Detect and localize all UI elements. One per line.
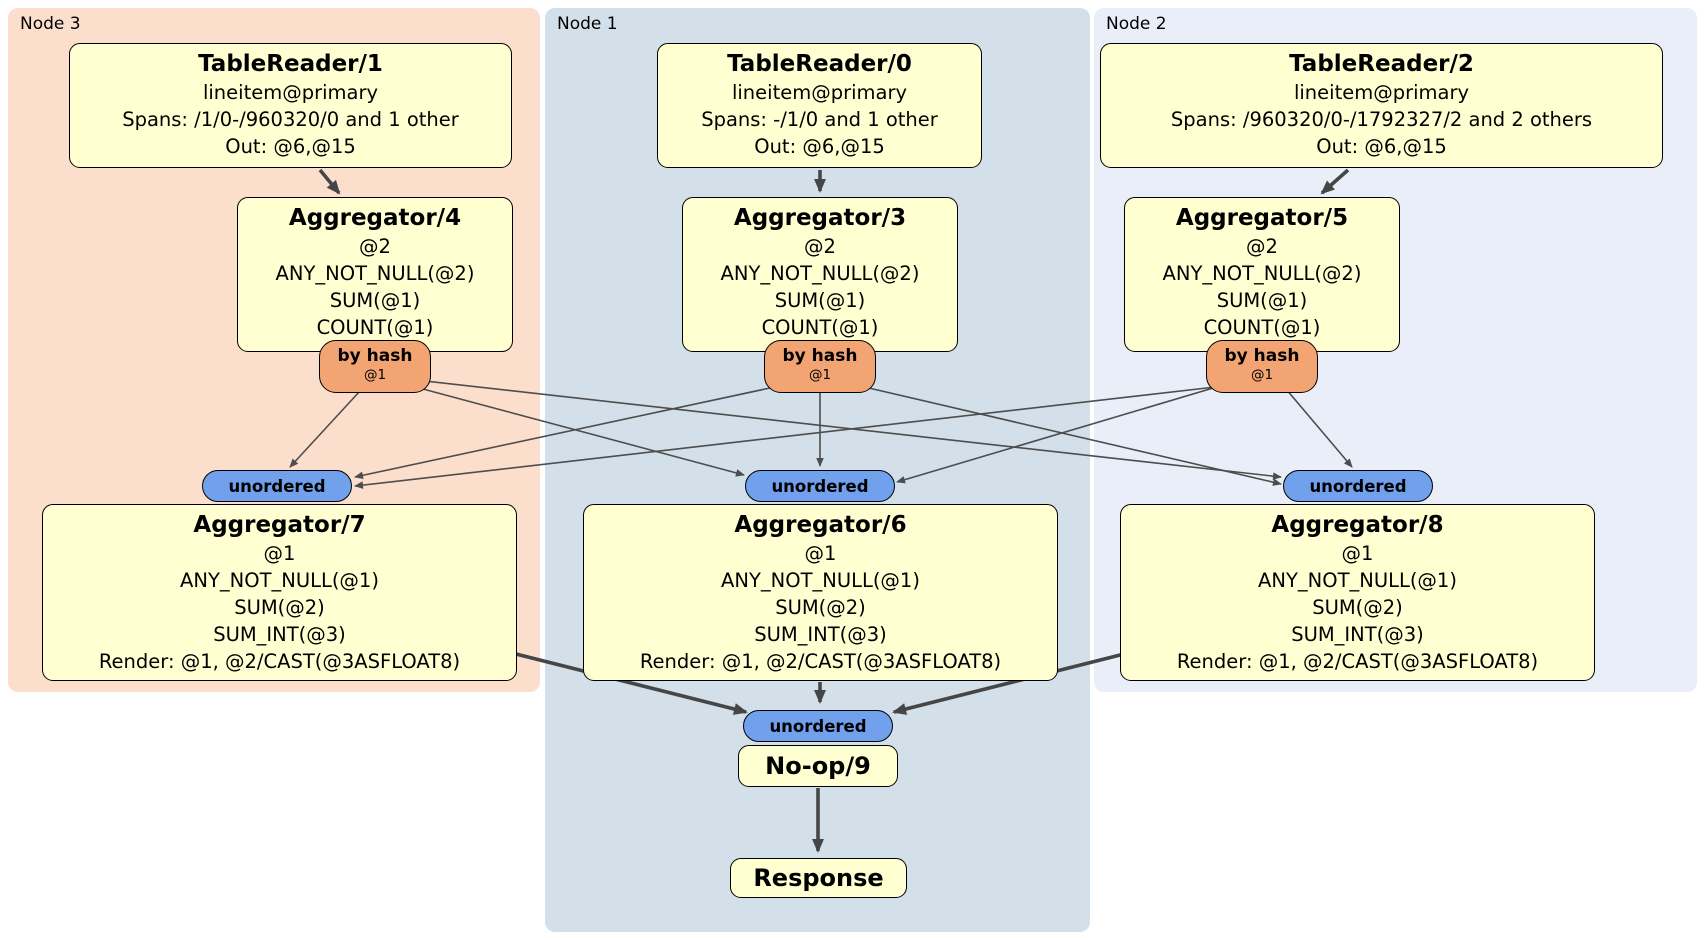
processor-detail: Render: @1, @2/CAST(@3ASFLOAT8) bbox=[639, 650, 1002, 673]
processor-title: Aggregator/7 bbox=[193, 512, 366, 538]
processor-detail: ANY_NOT_NULL(@2) bbox=[720, 262, 920, 285]
hash-router-5: by hash @1 bbox=[1206, 340, 1318, 393]
processor-detail: SUM(@1) bbox=[1216, 289, 1308, 312]
processor-detail: lineitem@primary bbox=[1293, 81, 1470, 104]
processor-detail: ANY_NOT_NULL(@1) bbox=[180, 569, 379, 592]
sync-label: unordered bbox=[228, 476, 326, 496]
hash-router-4: by hash @1 bbox=[319, 340, 431, 393]
processor-title: Aggregator/6 bbox=[734, 512, 907, 538]
processor-title: Aggregator/4 bbox=[288, 205, 462, 231]
node1-group-label: Node 1 bbox=[557, 14, 618, 34]
edge-agg8-uo9 bbox=[892, 648, 1141, 715]
processor-detail: ANY_NOT_NULL(@2) bbox=[275, 262, 475, 285]
edge-agg7-uo9 bbox=[499, 648, 748, 715]
unordered-sync-7: unordered bbox=[202, 470, 352, 502]
noop-9-box: No-op/9 bbox=[738, 745, 898, 787]
router-detail: @1 bbox=[808, 367, 832, 383]
processor-detail: lineitem@primary bbox=[202, 81, 379, 104]
tablereader-0-box: TableReader/0 lineitem@primary Spans: -/… bbox=[657, 43, 982, 168]
processor-detail: SUM(@2) bbox=[1312, 596, 1403, 619]
processor-detail: Out: @6,@15 bbox=[1316, 135, 1447, 158]
edge-bh3-uo8 bbox=[855, 384, 1282, 486]
processor-title: Aggregator/8 bbox=[1271, 512, 1444, 538]
processor-detail: Out: @6,@15 bbox=[225, 135, 356, 158]
aggregator-8-box: Aggregator/8 @1 ANY_NOT_NULL(@1) SUM(@2)… bbox=[1120, 504, 1595, 681]
processor-detail: SUM_INT(@3) bbox=[754, 623, 887, 646]
edge-bh3-uo7 bbox=[354, 384, 785, 480]
processor-detail: Render: @1, @2/CAST(@3ASFLOAT8) bbox=[1176, 650, 1539, 673]
processor-detail: @1 bbox=[1341, 542, 1374, 565]
processor-detail: COUNT(@1) bbox=[761, 316, 879, 339]
processor-title: No-op/9 bbox=[765, 751, 871, 780]
processor-detail: SUM_INT(@3) bbox=[1291, 623, 1424, 646]
edge-bh4-uo7 bbox=[289, 390, 361, 468]
processor-detail: lineitem@primary bbox=[731, 81, 908, 104]
edge-bh5-uo8 bbox=[1285, 388, 1353, 468]
processor-detail: ANY_NOT_NULL(@2) bbox=[1162, 262, 1362, 285]
processor-detail: @2 bbox=[359, 235, 391, 258]
response-box: Response bbox=[730, 858, 907, 898]
edge-bh5-uo6 bbox=[896, 382, 1231, 484]
router-label: by hash bbox=[782, 346, 858, 366]
hash-router-3: by hash @1 bbox=[764, 340, 876, 393]
processor-detail: ANY_NOT_NULL(@1) bbox=[721, 569, 920, 592]
processor-title: TableReader/0 bbox=[727, 51, 912, 77]
processor-detail: SUM(@2) bbox=[775, 596, 866, 619]
tablereader-2-box: TableReader/2 lineitem@primary Spans: /9… bbox=[1100, 43, 1663, 168]
edge-tr2-agg5 bbox=[1320, 168, 1350, 195]
processor-detail: @1 bbox=[804, 542, 837, 565]
router-label: by hash bbox=[1224, 346, 1300, 366]
sync-label: unordered bbox=[1309, 476, 1407, 496]
processor-detail: Spans: /960320/0-/1792327/2 and 2 others bbox=[1170, 108, 1593, 131]
tablereader-1-box: TableReader/1 lineitem@primary Spans: /1… bbox=[69, 43, 512, 168]
sync-label: unordered bbox=[771, 476, 869, 496]
processor-title: Response bbox=[753, 863, 884, 892]
node3-group-label: Node 3 bbox=[20, 14, 81, 34]
unordered-sync-8: unordered bbox=[1283, 470, 1433, 502]
aggregator-7-box: Aggregator/7 @1 ANY_NOT_NULL(@1) SUM(@2)… bbox=[42, 504, 517, 681]
processor-detail: @2 bbox=[1246, 235, 1278, 258]
processor-detail: ANY_NOT_NULL(@1) bbox=[1258, 569, 1457, 592]
router-label: by hash bbox=[337, 346, 413, 366]
processor-detail: Spans: -/1/0 and 1 other bbox=[701, 108, 938, 131]
processor-detail: COUNT(@1) bbox=[1203, 316, 1321, 339]
aggregator-4-box: Aggregator/4 @2 ANY_NOT_NULL(@2) SUM(@1)… bbox=[237, 197, 513, 352]
processor-detail: SUM(@1) bbox=[329, 289, 421, 312]
processor-title: Aggregator/3 bbox=[733, 205, 907, 231]
edge-bh5-uo7 bbox=[354, 385, 1225, 489]
processor-title: TableReader/2 bbox=[1289, 51, 1474, 77]
processor-detail: Spans: /1/0-/960320/0 and 1 other bbox=[122, 108, 459, 131]
processor-detail: Out: @6,@15 bbox=[754, 135, 885, 158]
processor-detail: @2 bbox=[804, 235, 836, 258]
node2-group-label: Node 2 bbox=[1106, 14, 1167, 34]
unordered-sync-6: unordered bbox=[745, 470, 895, 502]
processor-detail: Render: @1, @2/CAST(@3ASFLOAT8) bbox=[98, 650, 461, 673]
processor-detail: COUNT(@1) bbox=[316, 316, 434, 339]
processor-title: Aggregator/5 bbox=[1175, 205, 1349, 231]
aggregator-6-box: Aggregator/6 @1 ANY_NOT_NULL(@1) SUM(@2)… bbox=[583, 504, 1058, 681]
edge-tr1-agg4 bbox=[318, 168, 341, 195]
processor-detail: SUM_INT(@3) bbox=[213, 623, 346, 646]
processor-title: TableReader/1 bbox=[198, 51, 383, 77]
aggregator-3-box: Aggregator/3 @2 ANY_NOT_NULL(@2) SUM(@1)… bbox=[682, 197, 958, 352]
aggregator-5-box: Aggregator/5 @2 ANY_NOT_NULL(@2) SUM(@1)… bbox=[1124, 197, 1400, 352]
processor-detail: @1 bbox=[263, 542, 296, 565]
processor-detail: SUM(@1) bbox=[774, 289, 866, 312]
router-detail: @1 bbox=[363, 367, 387, 383]
router-detail: @1 bbox=[1250, 367, 1274, 383]
unordered-sync-9: unordered bbox=[743, 710, 893, 742]
processor-detail: SUM(@2) bbox=[234, 596, 325, 619]
sync-label: unordered bbox=[769, 716, 867, 736]
